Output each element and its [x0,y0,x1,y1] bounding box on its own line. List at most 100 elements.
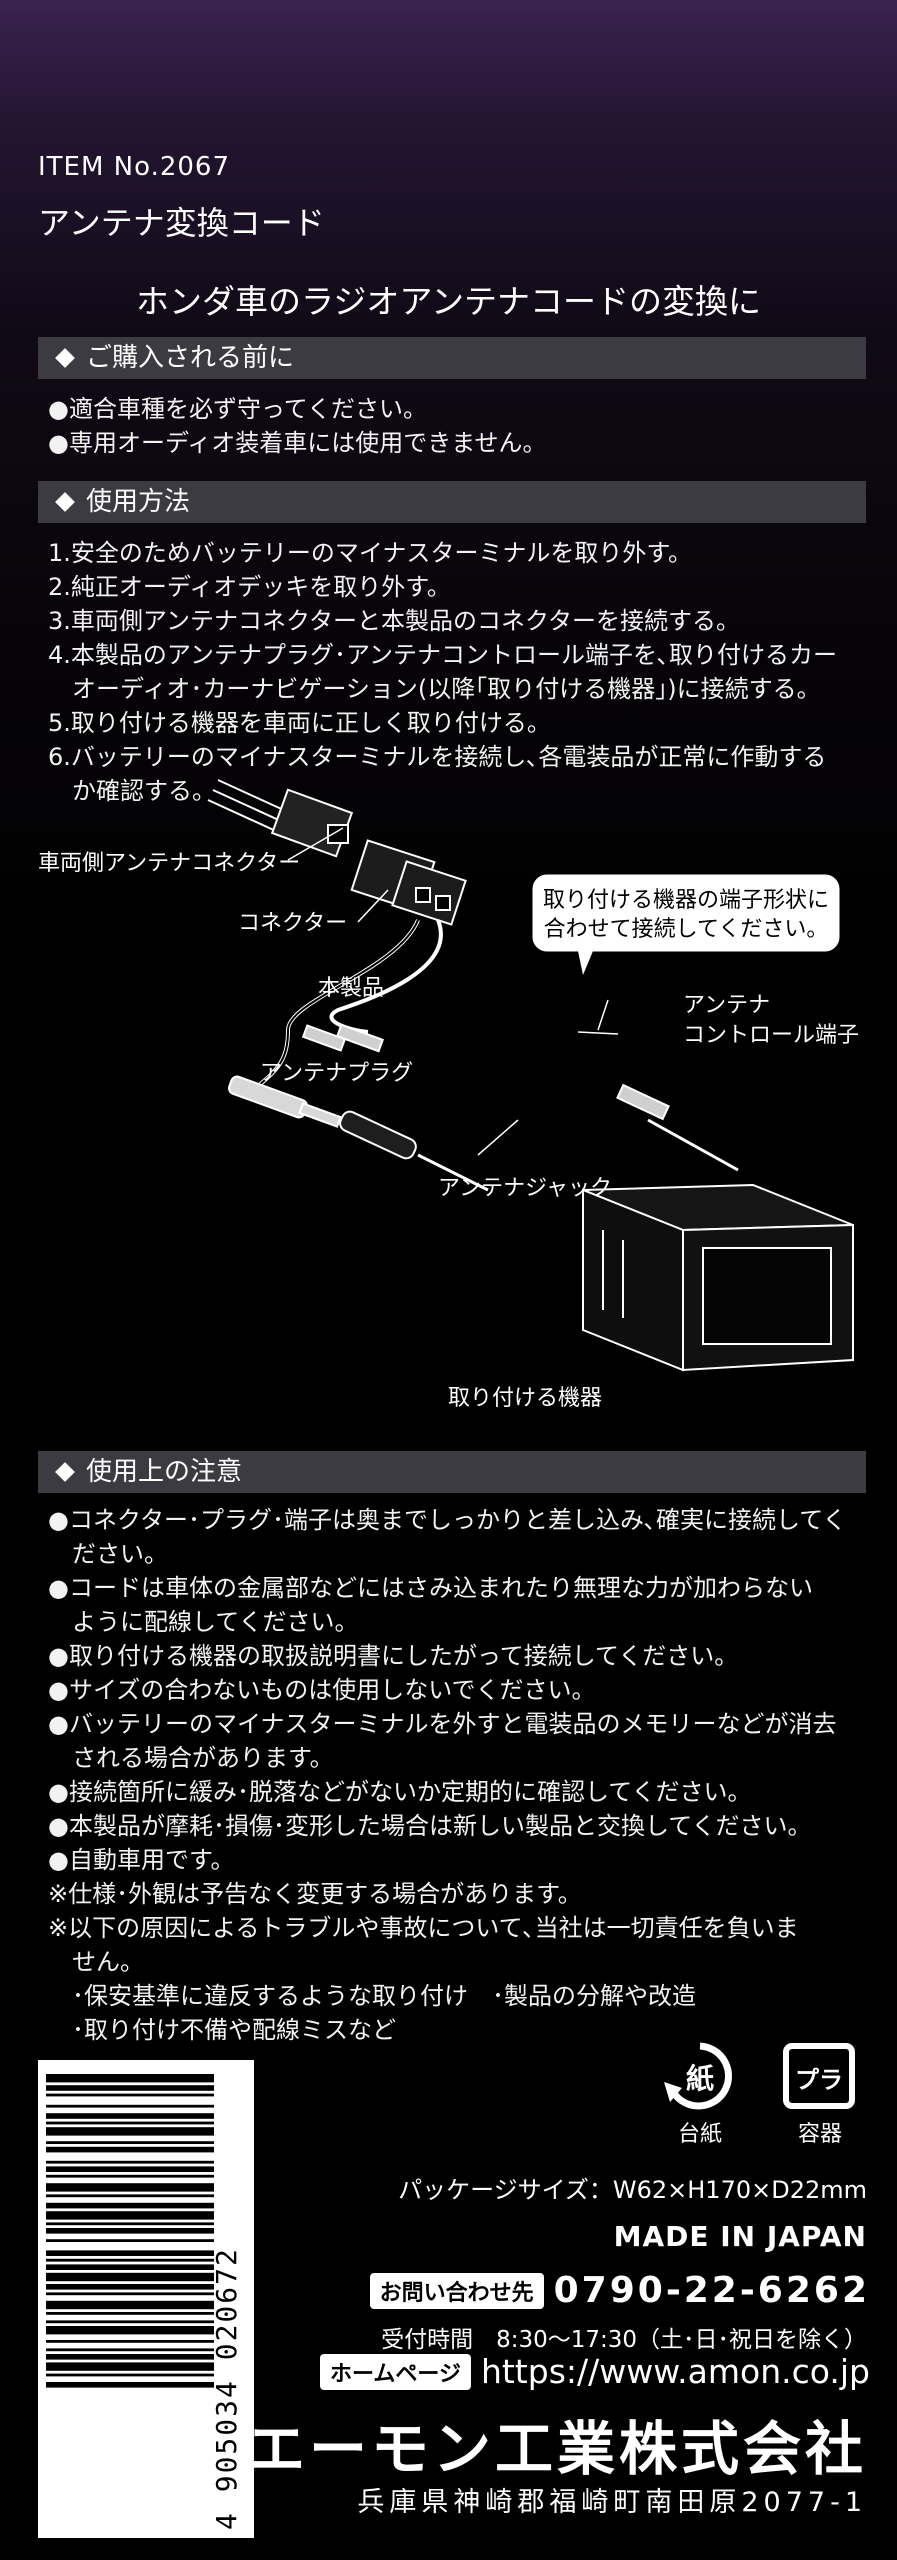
list-item: ●取り付ける機器の取扱説明書にしたがって接続してください。 [48,1642,739,1670]
made-in: MADE IN JAPAN [613,2220,867,2253]
barcode: 4 905034 020672 [38,2060,254,2538]
label-vehicle-connector: 車両側アンテナコネクター [38,851,300,876]
barcode-bar [46,2194,214,2198]
recycle-marks: 紙 台紙 プラ 容器 [660,2040,870,2150]
barcode-bar [46,2320,214,2324]
company-name: エーモン工業株式会社 [246,2415,867,2483]
item-number: ITEM No.2067 [38,152,231,182]
callout-text-1: 取り付ける機器の端子形状に [543,888,829,913]
list-item: ･保安基準に違反するような取り付け ･製品の分解や改造 [72,1982,696,2010]
label-device: 取り付ける機器 [448,1386,602,1411]
list-item: ●接続箇所に緩み･脱落などがないか定期的に確認してください。 [48,1778,752,1806]
barcode-bar [46,2250,214,2256]
recycle-paper-icon: 紙 [660,2040,740,2112]
recycle-plastic-label: 容器 [797,2122,842,2147]
step-2: 2.純正オーディオデッキを取り外す。 [48,573,451,601]
usage-steps: 1.安全のためバッテリーのマイナスターミナルを取り外す。 2.純正オーディオデッ… [48,536,868,808]
barcode-bar [46,2141,214,2144]
barcode-bar [46,2121,214,2125]
barcode-bar [46,2085,214,2091]
barcode-bar [46,2340,214,2343]
list-item: ●本製品が摩耗･損傷･変形した場合は新しい製品と交換してください。 [48,1812,812,1840]
step-6-cont: か確認する。 [72,777,216,805]
barcode-bar [46,2284,214,2290]
connector-icon [350,839,467,926]
barcode-bar [46,2074,214,2083]
list-item: せん。 [72,1948,144,1976]
barcode-bar [46,2239,214,2242]
label-product: 本製品 [318,976,384,1001]
recycle-paper-symbol: 紙 [686,2062,714,2095]
callout-bubble: 取り付ける機器の端子形状に 合わせて接続してください。 [532,874,840,975]
list-item: ※以下の原因によるトラブルや事故について､当社は一切責任を負いま [48,1914,799,1942]
homepage-label: ホームページ [320,2353,471,2390]
list-item: ●適合車種を必ず守ってください。 [48,395,428,423]
label-antenna-control-2: コントロール端子 [683,1023,859,1048]
control-terminal-icon [301,1023,670,1121]
recycle-plastic-symbol: プラ [795,2066,843,2094]
section-title: ご購入される前に [86,343,295,373]
diamond-icon [55,491,75,512]
vehicle-connector-icon [207,779,354,858]
antenna-plug-icon [228,1075,342,1128]
step-6: 6.バッテリーのマイナスターミナルを接続し､各電装品が正常に作動する [48,743,827,771]
barcode-bar [46,2093,214,2097]
list-item: ※仕様･外観は予告なく変更する場合があります。 [48,1880,582,1908]
diamond-icon [55,347,75,368]
list-item: ･取り付け不備や配線ミスなど [72,2016,396,2044]
step-4: 4.本製品のアンテナプラグ･アンテナコントロール端子を､取り付けるカー [48,641,837,669]
callout-text-2: 合わせて接続してください。 [544,917,829,942]
antenna-jack-icon [339,1110,739,1192]
barcode-bar [46,2312,214,2315]
list-item: される場合があります。 [72,1744,334,1772]
phone-number[interactable]: 0790-22-6262 [553,2270,870,2311]
section-title: 使用上の注意 [86,1457,243,1487]
barcode-bar [46,2146,214,2153]
label-connector: コネクター [238,911,347,936]
barcode-bar [46,2113,214,2119]
section-title: 使用方法 [86,487,191,517]
barcode-bar [46,2202,214,2209]
barcode-bar [46,2373,214,2377]
step-5: 5.取り付ける機器を車両に正しく取り付ける。 [48,709,551,737]
label-antenna-jack: アンテナジャック [438,1176,612,1201]
barcode-bar [46,2354,214,2360]
barcode-graphic: 4 905034 020672 [46,2074,243,2530]
section-before-purchase: ご購入される前に [38,337,866,379]
label-antenna-plug: アンテナプラグ [260,1061,413,1086]
before-purchase-list: ●適合車種を必ず守ってください。 ●専用オーディオ装着車には使用できません。 [48,392,868,460]
list-item: ●コネクター･プラグ･端子は奥までしっかりと差し込み､確実に接続してく [48,1506,847,1534]
barcode-bar [46,2300,214,2310]
barcode-bar [46,2272,214,2282]
wiring-diagram: 取り付ける機器の端子形状に 合わせて接続してください。 車両側アンテナコネクター… [38,779,859,1411]
list-item: ように配線してください。 [72,1608,359,1636]
barcode-bar [46,2166,214,2172]
step-3: 3.車両側アンテナコネクターと本製品のコネクターを接続する。 [48,607,741,635]
barcode-bar [46,2264,214,2270]
barcode-bar [46,2127,214,2136]
barcode-bar [46,2104,214,2108]
list-item: ださい。 [72,1540,168,1568]
barcode-bar [46,2292,214,2296]
list-item: ●自動車用です。 [48,1846,235,1874]
business-hours: 受付時間 8:30〜17:30（土･日･祝日を除く） [381,2327,867,2353]
package-size: パッケージサイズ：W62×H170×D22mm [398,2176,867,2204]
recycle-plastic-icon: プラ [780,2040,860,2112]
step-1: 1.安全のためバッテリーのマイナスターミナルを取り外す。 [48,539,693,567]
head-unit-icon [582,1183,854,1372]
product-name: アンテナ変換コード [38,204,325,242]
barcode-bar [46,2211,214,2220]
barcode-bar [46,2174,214,2178]
barcode-bar [46,2326,214,2335]
barcode-bar [46,2222,214,2226]
list-item: ●サイズの合わないものは使用しないでください。 [48,1676,596,1704]
barcode-bar [46,2258,214,2262]
section-usage: 使用方法 [38,481,866,523]
cautions-list: ●コネクター･プラグ･端子は奥までしっかりと差し込み､確実に接続してく ださい。… [48,1503,868,2047]
homepage-link[interactable]: https://www.amon.co.jp [480,2352,870,2391]
barcode-bar [46,2348,214,2352]
label-antenna-control-1: アンテナ [683,993,770,1018]
section-cautions: 使用上の注意 [38,1451,866,1493]
list-item: ●専用オーディオ装着車には使用できません。 [48,429,547,457]
